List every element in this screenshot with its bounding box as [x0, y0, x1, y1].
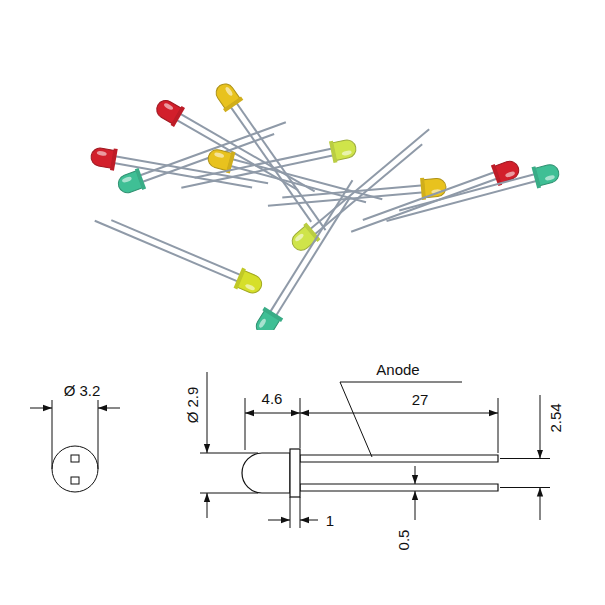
led-lead: [387, 180, 539, 221]
dimension-arrow: [98, 408, 120, 409]
front-view: [30, 400, 120, 492]
led-lead: [179, 113, 315, 192]
dimension-arrow: [540, 488, 541, 521]
dimension-arrow: [30, 408, 52, 409]
led-picture: [89, 145, 269, 198]
side-view: [242, 449, 498, 497]
led-lead: [181, 155, 335, 188]
dimension-arrow: [415, 491, 416, 520]
led-highlight: [163, 102, 174, 111]
dimension-arrow: [268, 520, 290, 521]
led-lead: [269, 180, 352, 313]
led-highlight: [341, 150, 352, 156]
led-highlight: [214, 152, 225, 159]
led-lead: [282, 185, 423, 197]
leader-line: [340, 382, 462, 457]
led-lead: [95, 221, 240, 282]
dimension-arrow: [540, 395, 541, 459]
led-flange: [234, 268, 246, 290]
extension-line: [300, 398, 301, 448]
led-body: [90, 147, 115, 169]
led-flange: [110, 148, 118, 170]
led-highlight: [224, 86, 233, 97]
led-picture: [287, 124, 438, 256]
extension-line: [498, 398, 499, 453]
led-body: [253, 310, 280, 330]
led-highlight: [96, 150, 107, 156]
led-lead: [313, 144, 422, 235]
led-picture: [178, 136, 358, 195]
extension-line: [52, 400, 53, 469]
led-lead: [195, 148, 334, 178]
diameter-label: Ø 2.9: [185, 387, 200, 424]
dimension-arrow: [272, 413, 300, 414]
dimension-arrow: [300, 413, 400, 414]
led-flange: [532, 166, 542, 188]
extension-line: [500, 458, 550, 459]
extension-line: [98, 400, 99, 469]
led-photo: [0, 0, 605, 330]
dimension-label: 1: [326, 513, 334, 528]
led-outline-front: [52, 446, 98, 492]
diameter-label: Ø 3.2: [64, 383, 101, 398]
led-flange: [135, 168, 146, 190]
dimension-arrow: [245, 413, 272, 414]
led-lead: [363, 171, 496, 220]
led-highlight: [121, 176, 132, 184]
led-flange: [329, 141, 337, 163]
led-highlight: [505, 171, 516, 179]
led-picture: [383, 161, 562, 229]
lead: [300, 484, 498, 491]
dimension-label: 2.54: [548, 403, 563, 432]
led-lead: [399, 174, 536, 211]
extension-line: [290, 497, 291, 528]
extension-line: [245, 398, 246, 450]
dimension-label: 0.5: [396, 530, 411, 551]
led-highlight: [294, 233, 304, 243]
dimension-arrow: [415, 466, 416, 484]
led-picture: [152, 95, 318, 204]
dimension-label: 4.6: [262, 391, 283, 406]
dimension-arrow: [300, 520, 318, 521]
extension-line: [300, 497, 301, 528]
dimension-arrow: [207, 372, 208, 453]
dimension-label: 27: [412, 392, 429, 407]
led-highlight: [258, 318, 267, 329]
led-body: [242, 453, 290, 493]
dimension-arrow: [207, 493, 208, 518]
led-lead: [111, 220, 242, 275]
dimension-arrow: [400, 413, 498, 414]
led-lead: [275, 197, 350, 317]
lead-square: [71, 477, 79, 484]
led-picture: [251, 176, 365, 330]
led-highlight: [245, 283, 256, 291]
led-lead: [309, 129, 429, 230]
dimensions: [200, 372, 550, 528]
lead-square: [71, 455, 79, 462]
extension-line: [200, 493, 258, 494]
extension-line: [500, 487, 550, 488]
lead: [300, 455, 498, 462]
led-flange: [223, 96, 243, 112]
led-flange: [303, 223, 320, 242]
led-picture: [346, 157, 522, 239]
led-picture: [92, 207, 265, 297]
led-flange: [290, 449, 300, 497]
extension-line: [200, 453, 258, 454]
led-highlight: [544, 174, 555, 181]
part-label: Anode: [376, 362, 419, 377]
